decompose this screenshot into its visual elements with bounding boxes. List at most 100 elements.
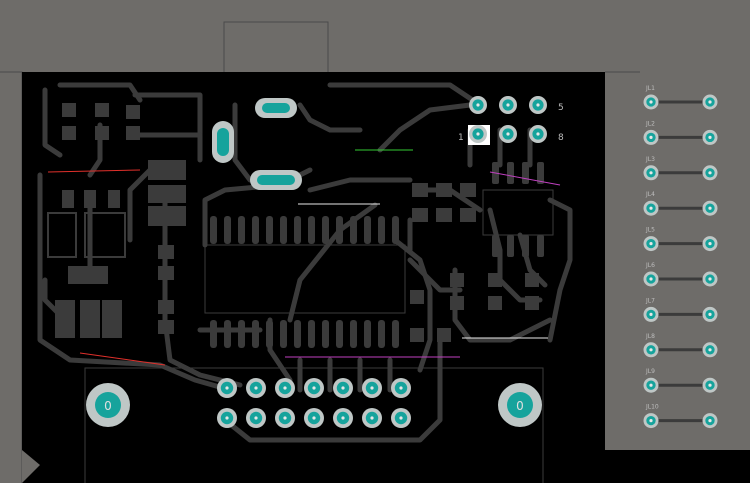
jumper-pad[interactable] — [702, 129, 718, 145]
ratsnest-lines — [47, 149, 561, 366]
jumper-7[interactable]: JL7 — [643, 297, 718, 322]
connector-pin[interactable] — [275, 408, 295, 428]
pin-header-label-5: 5 — [558, 103, 564, 113]
header-pin[interactable] — [499, 96, 517, 114]
jumper-pad[interactable] — [702, 94, 718, 110]
ic-footprint — [204, 216, 406, 348]
ic-pin — [322, 216, 329, 244]
soic-pin — [537, 235, 544, 257]
soic-pin — [522, 162, 529, 184]
connector-pin[interactable] — [217, 378, 237, 398]
connector-pin[interactable] — [304, 378, 324, 398]
connector-pin[interactable] — [391, 408, 411, 428]
ic-pin — [210, 320, 217, 348]
mounting-hole-left[interactable]: 0 — [86, 383, 130, 427]
ic-pin — [252, 320, 259, 348]
jumper-pad[interactable] — [702, 342, 718, 358]
connector-pin[interactable] — [246, 378, 266, 398]
jumper-pad[interactable] — [702, 413, 718, 429]
board-corner-notch — [22, 450, 40, 483]
jumper-pad[interactable] — [643, 165, 659, 181]
connector-pin[interactable] — [246, 408, 266, 428]
jumper-label: JL8 — [645, 333, 655, 340]
ic-pin — [350, 216, 357, 244]
jumper-1[interactable]: JL1 — [643, 85, 718, 110]
header-pin[interactable] — [469, 125, 487, 143]
connector-pin[interactable] — [217, 408, 237, 428]
ic-pin — [336, 320, 343, 348]
connector-pin[interactable] — [333, 378, 353, 398]
connector-pin[interactable] — [275, 378, 295, 398]
jumper-label: JL7 — [645, 297, 655, 304]
ic-pin — [392, 216, 399, 244]
jumper-pad[interactable] — [702, 271, 718, 287]
connector-pin[interactable] — [362, 408, 382, 428]
jumper-pad[interactable] — [643, 200, 659, 216]
ic-pin — [308, 216, 315, 244]
jumper-pad[interactable] — [643, 129, 659, 145]
mounting-hole-right[interactable]: 0 — [498, 383, 542, 427]
jumper-9[interactable]: JL9 — [643, 368, 718, 393]
soic-pin — [492, 235, 499, 257]
connector-pin[interactable] — [391, 378, 411, 398]
jumper-label: JL2 — [645, 120, 655, 127]
header-pin[interactable] — [529, 125, 547, 143]
jumper-label: JL5 — [645, 227, 655, 234]
ic-pin — [280, 216, 287, 244]
jumper-pad[interactable] — [702, 377, 718, 393]
connector-pin[interactable] — [333, 408, 353, 428]
ic-pin — [350, 320, 357, 348]
connector-pads[interactable] — [217, 378, 411, 428]
jumper-pad[interactable] — [643, 342, 659, 358]
header-pin[interactable] — [529, 96, 547, 114]
connector-outline — [84, 367, 544, 483]
ic-pin — [266, 320, 273, 348]
ic-pin — [294, 216, 301, 244]
jumper-pad[interactable] — [702, 306, 718, 322]
ic-pin — [238, 320, 245, 348]
jumper-pad[interactable] — [643, 94, 659, 110]
jumper-pad[interactable] — [643, 306, 659, 322]
soic-pin — [537, 162, 544, 184]
jumper-10[interactable]: JL10 — [643, 404, 718, 429]
jumper-8[interactable]: JL8 — [643, 333, 718, 358]
ic-pin — [238, 216, 245, 244]
jumper-pad[interactable] — [643, 413, 659, 429]
jumper-3[interactable]: JL3 — [643, 156, 718, 181]
pin-header[interactable]: 1 5 8 — [458, 96, 564, 145]
jumper-6[interactable]: JL6 — [643, 262, 718, 287]
jumper-label: JL1 — [645, 85, 655, 92]
mount-hole-label-left: 0 — [104, 399, 112, 413]
jumper-pad[interactable] — [643, 236, 659, 252]
ic-pin — [252, 216, 259, 244]
connector-pin[interactable] — [304, 408, 324, 428]
soic-pin — [507, 162, 514, 184]
jumper-label: JL4 — [645, 191, 655, 198]
ic-pin — [266, 216, 273, 244]
ic-pin — [294, 320, 301, 348]
jumper-5[interactable]: JL5 — [643, 227, 718, 252]
jumper-4[interactable]: JL4 — [643, 191, 718, 216]
ic-pin — [224, 216, 231, 244]
ic-pin — [364, 320, 371, 348]
ic-pin — [378, 216, 385, 244]
jumper-pad[interactable] — [702, 200, 718, 216]
ic-pin — [224, 320, 231, 348]
ic-pin — [280, 320, 287, 348]
jumper-label: JL6 — [645, 262, 655, 269]
header-pin[interactable] — [499, 125, 517, 143]
jumper-pad[interactable] — [702, 165, 718, 181]
connector-pin[interactable] — [362, 378, 382, 398]
mount-hole-label-right: 0 — [516, 399, 524, 413]
soic-pin — [507, 235, 514, 257]
header-pin[interactable] — [469, 96, 487, 114]
jumper-2[interactable]: JL2 — [643, 120, 718, 145]
soic-pin — [522, 235, 529, 257]
jumper-pad[interactable] — [643, 377, 659, 393]
jumper-pad[interactable] — [643, 271, 659, 287]
ic-pin — [364, 216, 371, 244]
jumper-pad[interactable] — [702, 236, 718, 252]
smd-pads — [47, 103, 539, 342]
